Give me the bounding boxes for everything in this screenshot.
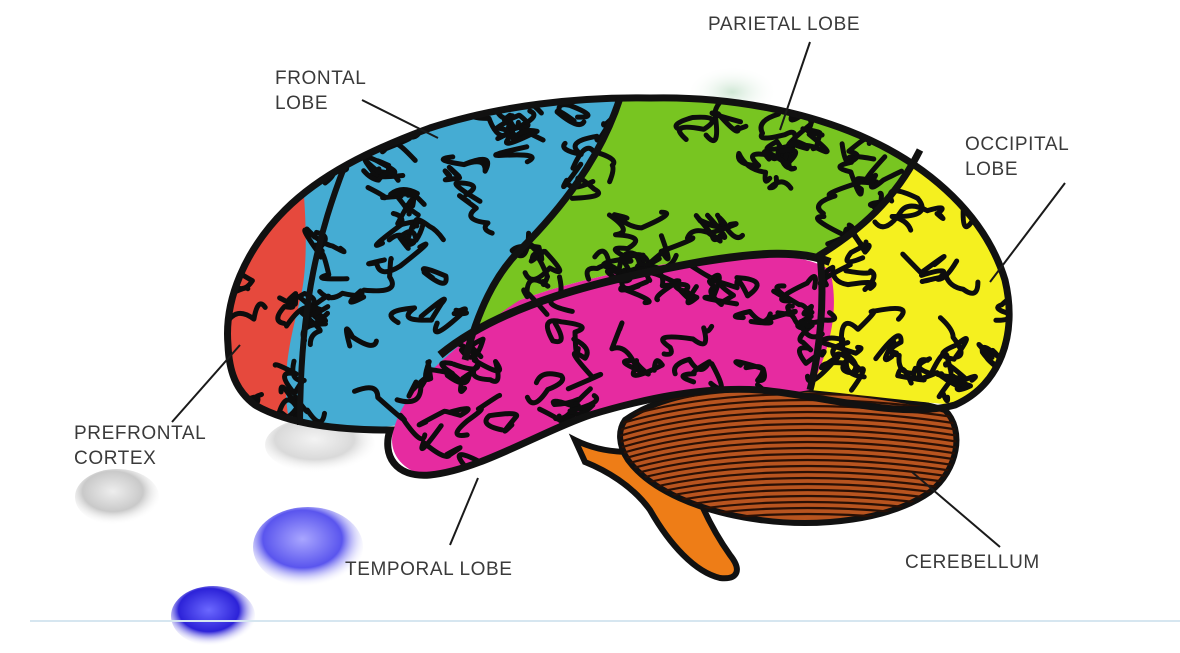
frontal-lobe-label-line1: FRONTAL: [275, 66, 366, 91]
gyrus-line: [836, 62, 891, 111]
cerebellum-leader: [912, 472, 1000, 547]
occipital-lobe-label: OCCIPITAL LOBE: [965, 132, 1069, 182]
temporal-lobe-label: TEMPORAL LOBE: [345, 557, 513, 582]
decorative-bubble: [171, 586, 255, 646]
frontal-leader: [362, 100, 438, 138]
frontal-lobe-label: FRONTAL LOBE: [275, 66, 366, 116]
prefrontal-cortex-label-line2: CORTEX: [74, 446, 206, 471]
divider: [30, 620, 1180, 622]
cerebellum-label: CEREBELLUM: [905, 550, 1040, 575]
occipital-lobe-label-line2: LOBE: [965, 157, 1069, 182]
decorative-bubble: [75, 469, 159, 525]
gyrus-line: [850, 103, 898, 118]
gyrus-line: [426, 362, 431, 380]
occipital-leader: [990, 183, 1065, 282]
prefrontal-cortex-label: PREFRONTAL CORTEX: [74, 421, 206, 471]
prefrontal-leader: [172, 345, 240, 422]
prefrontal-cortex-label-line1: PREFRONTAL: [74, 421, 206, 446]
frontal-lobe-label-line2: LOBE: [275, 91, 366, 116]
temporal-lobe-label-text: TEMPORAL LOBE: [345, 557, 513, 582]
parietal-lobe-label-text: PARIETAL LOBE: [708, 12, 860, 37]
cerebellum-label-text: CEREBELLUM: [905, 550, 1040, 575]
occipital-lobe-label-line1: OCCIPITAL: [965, 132, 1069, 157]
gyrus-line: [995, 207, 1013, 223]
parietal-lobe-label: PARIETAL LOBE: [708, 12, 860, 37]
temporal-leader: [450, 478, 478, 545]
